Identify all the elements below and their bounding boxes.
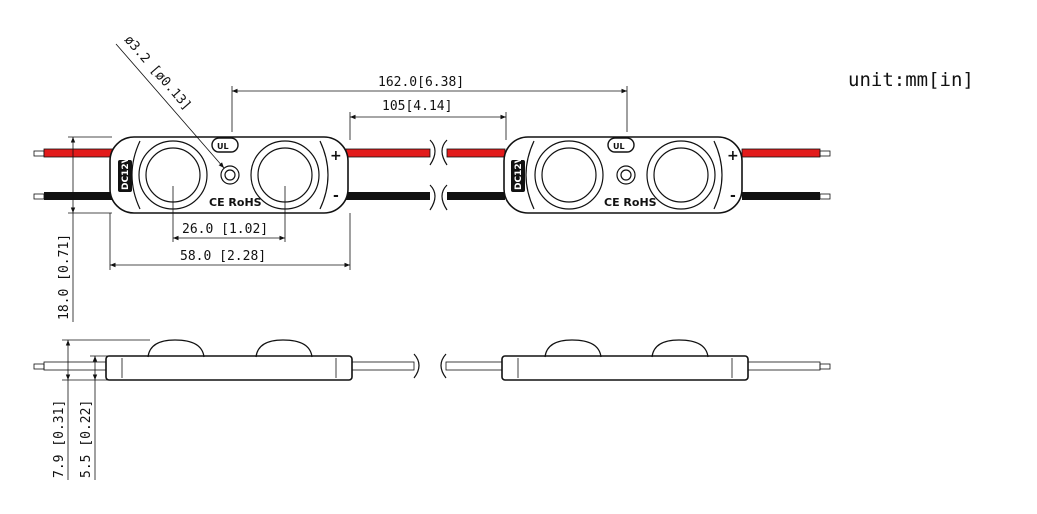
svg-text:26.0 [1.02]: 26.0 [1.02] (182, 222, 268, 237)
plus-mark: + (330, 148, 342, 164)
black-wire-left (44, 192, 116, 200)
svg-text:UL: UL (613, 142, 625, 151)
mount-hole (220, 165, 240, 185)
red-wire-left (43, 148, 117, 158)
svg-text:-: - (730, 188, 736, 204)
ul-logo (211, 137, 239, 153)
red-wire-2-left (446, 148, 506, 158)
black-wire-2-left (447, 192, 505, 200)
dim-body-height: 5.5 [0.22] (79, 355, 108, 480)
red-wire-mid (345, 148, 431, 158)
dim-length: 58.0 [2.28] (109, 213, 351, 270)
svg-text:UL: UL (217, 142, 229, 151)
side-view (33, 339, 831, 381)
svg-text:162.0[6.38]: 162.0[6.38] (378, 75, 464, 90)
black-wire-mid (346, 192, 430, 200)
svg-text:5.5 [0.22]: 5.5 [0.22] (79, 400, 94, 478)
unit-label: unit:mm[in] (848, 69, 974, 91)
svg-text:18.0 [0.71]: 18.0 [0.71] (57, 234, 72, 320)
wires-mid (345, 148, 431, 200)
ce-rohs-mark: CE RoHS (209, 196, 262, 209)
wires-left (33, 148, 117, 200)
svg-text:58.0 [2.28]: 58.0 [2.28] (180, 249, 266, 264)
red-wire-2-right (741, 148, 821, 158)
svg-text:105[4.14]: 105[4.14] (382, 99, 452, 114)
dim-total-height: 7.9 [0.31] (52, 339, 150, 480)
module-body-2 (503, 136, 743, 214)
module-2-top-view: DC12V UL CE RoHS + - (446, 136, 831, 214)
svg-text:7.9 [0.31]: 7.9 [0.31] (52, 400, 67, 478)
svg-text:DC12V: DC12V (514, 156, 524, 190)
dim-width: 18.0 [0.71] (57, 136, 112, 322)
module-body (109, 136, 349, 214)
svg-text:ø3.2 [ø0.13]: ø3.2 [ø0.13] (121, 33, 194, 114)
svg-text:CE RoHS: CE RoHS (604, 196, 657, 209)
lens-dome-right (255, 339, 313, 358)
dim-lens-spacing: 26.0 [1.02] (172, 186, 286, 242)
black-wire-2-right (742, 192, 820, 200)
module-1-top-view: DC12V UL CE RoHS + - (33, 136, 431, 214)
break-line (429, 139, 436, 166)
voltage-mark: DC12V (121, 156, 131, 190)
lens-dome-left (147, 339, 205, 358)
dim-gap: 105[4.14] (349, 99, 507, 140)
svg-text:+: + (727, 148, 739, 164)
minus-mark: - (333, 188, 339, 204)
dim-pitch: 162.0[6.38] (231, 75, 628, 132)
